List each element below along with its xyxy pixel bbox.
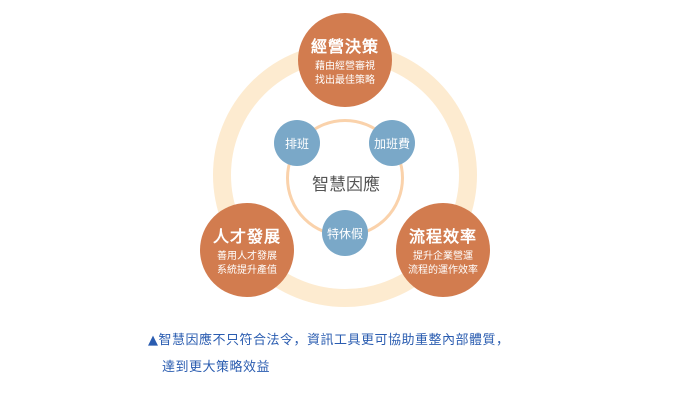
feature-talent-development: 人才發展 善用人才發展 系統提升產值 (200, 203, 294, 297)
item-special-leave: 特休假 (322, 210, 368, 256)
triangle-icon: ▲ (148, 333, 159, 348)
caption-text: 智慧因應不只符合法令，資訊工具更可協助重整內部體質， (158, 333, 510, 348)
feature-desc: 流程的運作效率 (408, 264, 478, 276)
feature-desc: 提升企業營運 (413, 250, 473, 262)
feature-title: 人才發展 (212, 226, 281, 246)
caption-line-2: 達到更大策略效益 (162, 360, 271, 375)
feature-desc: 找出最佳策略 (315, 74, 375, 86)
center-label: 智慧因應 (312, 175, 380, 195)
item-scheduling: 排班 (274, 120, 320, 166)
feature-process-efficiency: 流程效率 提升企業營運 流程的運作效率 (396, 203, 490, 297)
feature-desc: 系統提升產值 (217, 264, 277, 276)
feature-business-decision: 經營決策 藉由經營審視 找出最佳策略 (298, 13, 392, 107)
caption-line-1: ▲智慧因應不只符合法令，資訊工具更可協助重整內部體質， (148, 329, 510, 348)
item-overtime-pay: 加班費 (369, 120, 415, 166)
feature-title: 經營決策 (310, 36, 379, 56)
feature-title: 流程效率 (408, 226, 477, 246)
feature-desc: 善用人才發展 (217, 250, 277, 262)
feature-desc: 藉由經營審視 (315, 60, 375, 72)
